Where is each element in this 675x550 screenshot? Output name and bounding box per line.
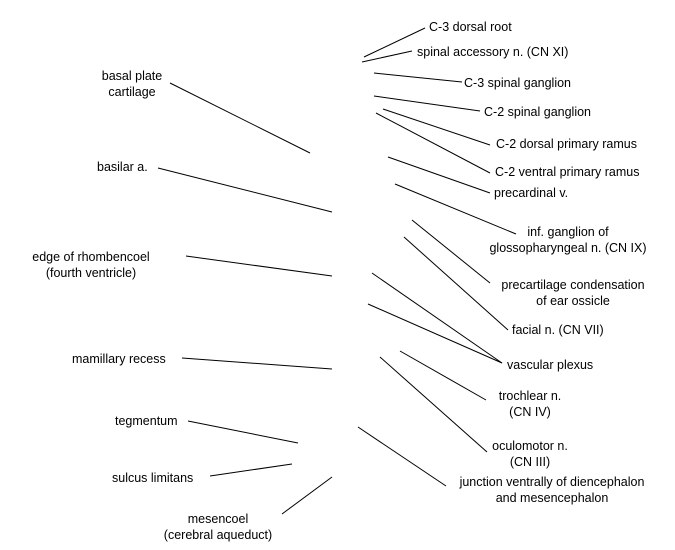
label-junction-diencephalon-mesencephalon: junction ventrally of diencephalon and m…	[459, 475, 645, 505]
leader-vascular-plexus-a	[371, 272, 503, 364]
leader-oculomotor-n	[379, 356, 488, 453]
label-c2-ventral-primary-ramus: C-2 ventral primary ramus	[495, 165, 640, 179]
label-tegmentum: tegmentum	[115, 414, 178, 428]
label-c3-dorsal-root: C-3 dorsal root	[429, 20, 512, 34]
leader-c2-dorsal-primary-ramus	[382, 108, 491, 146]
leader-precartilage	[411, 219, 491, 284]
label-trochlear-n: trochlear n. (CN IV)	[498, 389, 562, 419]
label-mamillary-recess: mamillary recess	[72, 352, 166, 366]
label-edge-of-rhombencoel: edge of rhombencoel (fourth ventricle)	[32, 250, 150, 280]
leader-c3-dorsal-root	[363, 27, 426, 58]
label-precartilage-condensation: precartilage condensation of ear ossicle	[501, 278, 645, 308]
label-basal-plate-cartilage: basal plate cartilage	[101, 69, 163, 99]
label-facial-n: facial n. (CN VII)	[512, 323, 604, 337]
leader-mamillary-recess	[181, 357, 333, 370]
label-c2-dorsal-primary-ramus: C-2 dorsal primary ramus	[496, 137, 638, 151]
label-spinal-accessory-n: spinal accessory n. (CN XI)	[417, 45, 569, 59]
leader-sulcus-limitans	[209, 463, 293, 477]
leader-facial-n	[403, 236, 509, 331]
leader-tegmentum	[187, 420, 299, 444]
leader-inf-ganglion	[394, 183, 517, 235]
label-c3-spinal-ganglion: C-3 spinal ganglion	[464, 76, 572, 90]
leader-c2-spinal-ganglion	[373, 95, 481, 112]
label-c2-spinal-ganglion: C-2 spinal ganglion	[484, 105, 592, 119]
leader-c3-spinal-ganglion	[373, 72, 463, 83]
label-sulcus-limitans: sulcus limitans	[112, 471, 194, 485]
leader-trochlear-n	[399, 350, 487, 401]
label-vascular-plexus: vascular plexus	[507, 358, 594, 372]
leader-precardinal-v	[387, 156, 491, 194]
leader-basilar-a	[157, 167, 333, 213]
leader-junction	[357, 426, 447, 487]
leader-mesencoel	[281, 476, 333, 515]
label-mesencoel: mesencoel (cerebral aqueduct)	[163, 512, 273, 542]
leader-c2-ventral-primary-ramus	[375, 112, 491, 174]
leader-basal-plate-cartilage	[169, 82, 311, 154]
leader-edge-of-rhombencoel	[185, 255, 333, 277]
label-precardinal-v: precardinal v.	[494, 186, 569, 200]
label-inf-ganglion-glossopharyngeal: inf. ganglion of glossopharyngeal n. (CN…	[489, 225, 647, 255]
leader-spinal-accessory	[361, 50, 413, 63]
label-basilar-a: basilar a.	[97, 160, 148, 174]
leader-vascular-plexus-b	[367, 303, 503, 364]
label-oculomotor-n: oculomotor n. (CN III)	[492, 439, 568, 469]
